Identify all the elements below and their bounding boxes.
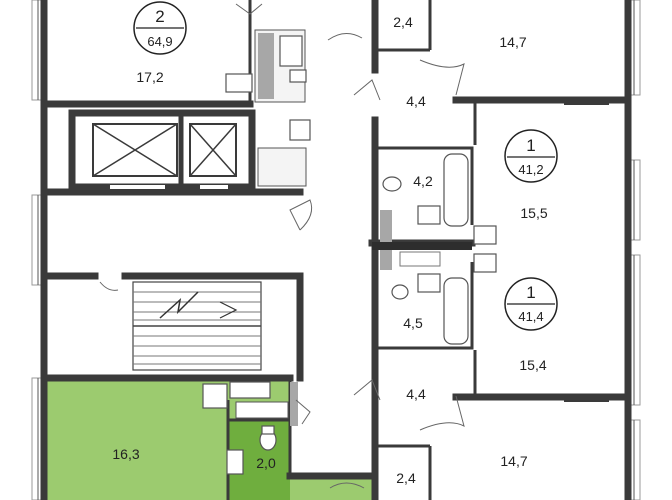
toilet-icon [391,284,409,300]
walls [40,0,632,500]
sink-icon [225,73,253,93]
rooms-count: 1 [526,283,535,302]
room-area: 14,7 [500,453,527,469]
right-upper-bath [380,153,497,245]
elevator-icon [68,109,256,191]
apartment-badge-right-lower: 1 41,4 [504,277,558,331]
stairs-icon [132,281,262,371]
room-area: 4,5 [403,315,423,331]
room-area: 2,0 [256,455,276,471]
sink-icon [417,273,441,293]
rooms-count: 2 [155,7,164,26]
apartment-badge-right-upper: 1 41,2 [504,129,558,183]
wall-accents [372,97,609,402]
room-area: 14,7 [499,34,526,50]
toilet-icon [382,176,402,192]
right-lower-bath [380,250,497,345]
bathtub-icon [443,277,469,345]
room-area: 4,4 [406,93,426,109]
rooms-count: 1 [526,136,535,155]
sink-icon [417,205,441,225]
apartment-area: 41,2 [518,162,543,177]
room-labels: 17,2 2,4 14,7 4,4 4,2 15,5 4,5 15,4 4,4 … [112,14,547,486]
room-area: 15,5 [520,205,547,221]
room-area: 15,4 [519,357,546,373]
selected-apartment-fixtures [202,381,298,475]
apartment-badge-top-left: 2 64,9 [133,1,187,55]
room-area: 16,3 [112,446,139,462]
door-swing-icon [99,3,465,489]
apartment-area: 41,4 [518,309,543,324]
apartment-area: 64,9 [147,34,172,49]
room-area: 4,2 [413,173,433,189]
selected-apartment[interactable] [44,378,375,500]
bathtub-icon [443,153,469,227]
room-area: 4,4 [406,386,426,402]
room-area: 2,4 [393,14,413,30]
sink-icon [202,383,228,409]
room-area: 2,4 [396,470,416,486]
toilet-icon [289,69,307,83]
room-area: 17,2 [136,69,163,85]
top-left-bath-block [225,29,311,187]
